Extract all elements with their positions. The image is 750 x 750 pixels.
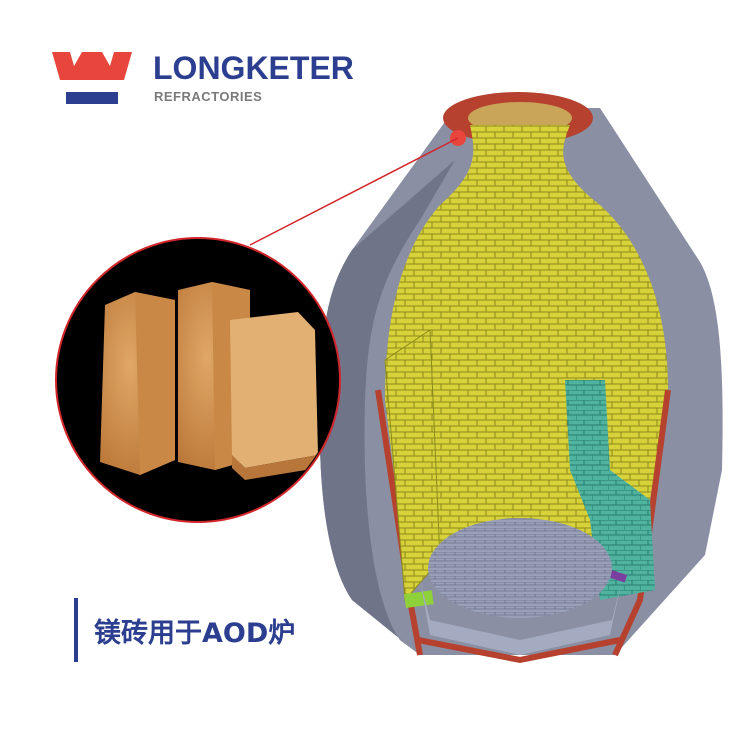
furnace-lining-teal xyxy=(565,380,655,600)
furnace-bottom xyxy=(428,518,612,618)
brand-name: LONGKETER xyxy=(153,50,354,86)
caption-bar xyxy=(74,598,78,662)
caption-text: 镁砖用于AOD炉 xyxy=(94,617,296,649)
caption: 镁砖用于AOD炉 xyxy=(74,598,295,662)
brand-logo xyxy=(52,52,132,104)
brand-subtitle: REFRACTORIES xyxy=(154,89,263,104)
